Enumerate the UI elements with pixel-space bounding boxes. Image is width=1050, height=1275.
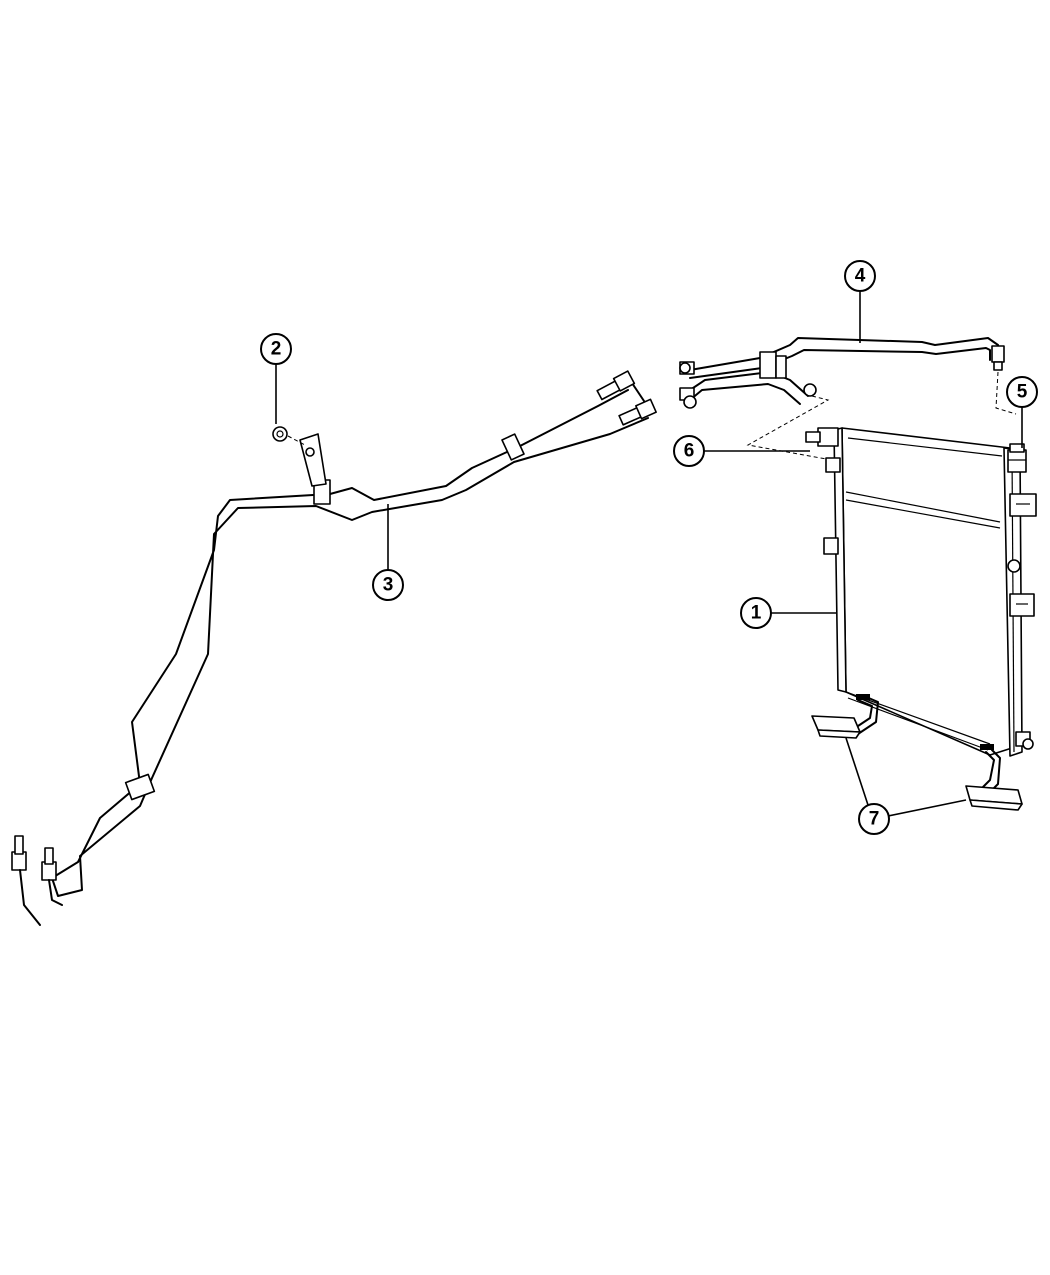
callout-3: 3 xyxy=(372,504,404,601)
callout-5: 5 xyxy=(1006,376,1038,448)
callout-3-label: 3 xyxy=(383,575,394,596)
callout-1-label: 1 xyxy=(751,603,762,624)
callout-2: 2 xyxy=(260,333,292,424)
callout-7-label: 7 xyxy=(869,809,880,830)
line-end-fitting-lower xyxy=(11,835,63,926)
callout-4: 4 xyxy=(844,260,876,343)
callout-5-label: 5 xyxy=(1017,382,1028,403)
callout-7: 7 xyxy=(845,737,967,835)
callout-4-label: 4 xyxy=(855,266,866,287)
line-end-fitting-upper xyxy=(596,370,657,426)
bracket-parts xyxy=(811,694,1023,811)
fitting-part xyxy=(1007,443,1027,473)
callout-6: 6 xyxy=(673,435,810,467)
upper-line-part xyxy=(679,337,1017,415)
nut-part xyxy=(272,426,306,446)
line-clamp-lower xyxy=(124,773,156,801)
callout-6-label: 6 xyxy=(684,441,695,462)
cooler-core-part xyxy=(805,427,1037,757)
cooler-lines xyxy=(11,370,657,927)
callout-1: 1 xyxy=(740,597,836,629)
line-clamp-upper xyxy=(299,433,525,505)
callout-2-label: 2 xyxy=(271,339,282,360)
